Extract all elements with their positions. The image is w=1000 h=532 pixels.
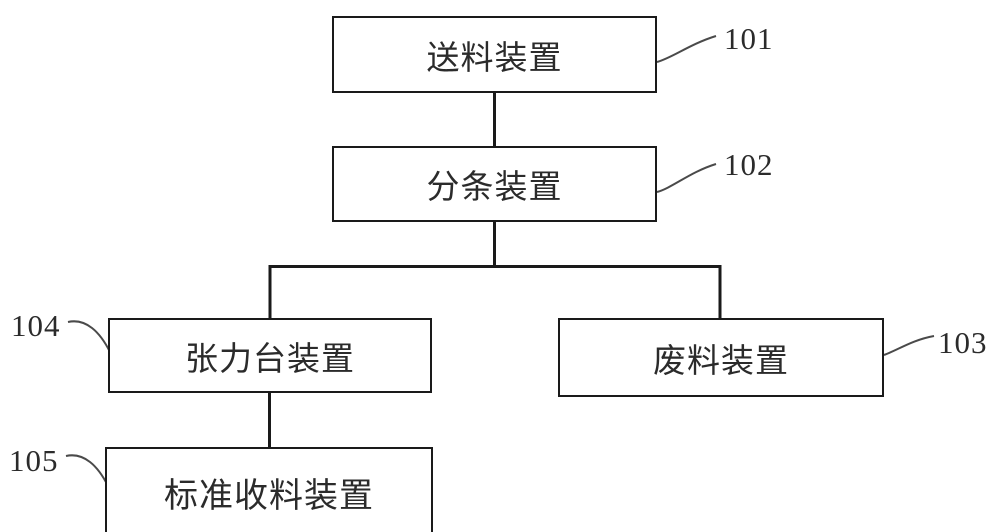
node-label-105: 标准收料装置 xyxy=(164,475,374,516)
node-label-101: 送料装置 xyxy=(426,37,563,77)
reference-numeral-104: 104 xyxy=(11,308,61,343)
node-label-103: 废料装置 xyxy=(653,340,789,380)
node-box-104[interactable]: 张力台装置 xyxy=(108,318,432,393)
reference-numeral-105: 105 xyxy=(9,443,59,478)
reference-numeral-101: 101 xyxy=(724,21,774,56)
leader-line-105 xyxy=(65,454,109,487)
node-label-102: 分条装置 xyxy=(426,167,563,206)
leader-line-103 xyxy=(883,335,935,356)
node-box-101[interactable]: 送料装置 xyxy=(332,16,657,93)
node-label-104: 张力台装置 xyxy=(185,338,355,378)
node-box-103[interactable]: 废料装置 xyxy=(558,318,884,397)
reference-numeral-102: 102 xyxy=(724,147,774,182)
node-box-105[interactable]: 标准收料装置 xyxy=(105,447,433,532)
leader-line-101 xyxy=(656,35,717,63)
node-box-102[interactable]: 分条装置 xyxy=(332,146,657,222)
leader-line-102 xyxy=(656,163,717,193)
reference-numeral-103: 103 xyxy=(938,325,988,360)
leader-line-104 xyxy=(67,320,111,353)
